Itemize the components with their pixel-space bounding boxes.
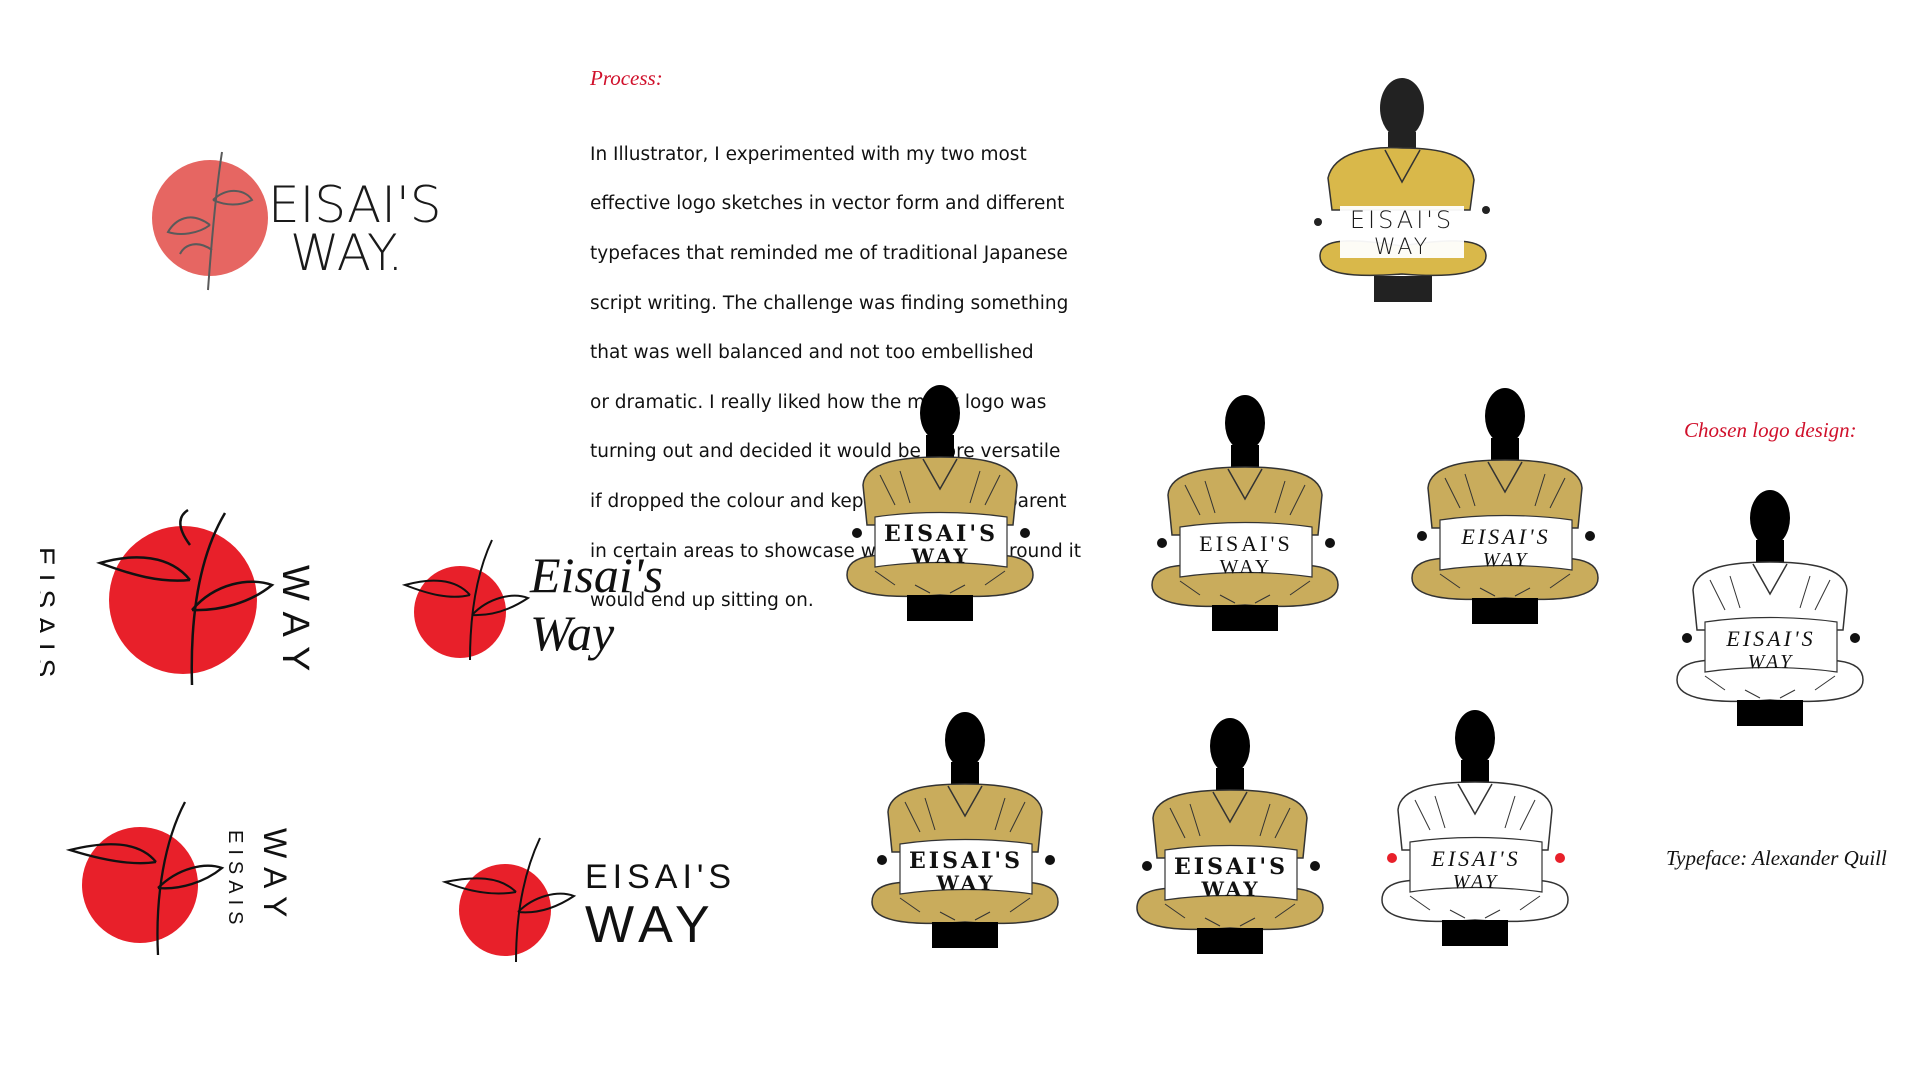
process-line: typefaces that reminded me of traditiona…: [590, 242, 1068, 264]
leaf-icon: [96, 508, 275, 686]
logo3-left-text: EISAIS: [224, 830, 246, 930]
sketch-sun-icon: [152, 160, 268, 276]
monk-head-icon: [1750, 490, 1790, 546]
monk-text-line1: EISAI'S: [909, 848, 1023, 874]
logo2-line2: Way: [530, 605, 615, 661]
monk-text-line2: WAY: [1748, 651, 1795, 673]
monk-text-line1: EISAI'S: [884, 521, 998, 547]
process-line: effective logo sketches in vector form a…: [590, 193, 1065, 215]
process-line: that was well balanced and not too embel…: [590, 342, 1034, 364]
monk-text-line2: WAY: [1220, 556, 1273, 578]
leaf-icon: [65, 801, 225, 956]
monk-head-icon: [945, 712, 985, 768]
sun-logo-4: EISAI'S WAY: [441, 837, 736, 963]
process-line: would end up sitting on.: [590, 590, 814, 612]
monk-text-line2: WAY: [936, 871, 996, 895]
leaf-icon: [441, 837, 577, 963]
sun-icon: [414, 566, 506, 658]
sketch-leaf-icon: [166, 151, 254, 291]
sketch-monk-logo: EISAI'S WAY: [1314, 78, 1490, 302]
monk-robe-icon: [1397, 781, 1553, 851]
sketch-monk-line2: WAY: [1374, 235, 1430, 260]
monk-robe-icon: [887, 783, 1043, 853]
sun-logo-1: EISAIS WAY: [40, 508, 316, 686]
monk-robe-icon: [1427, 459, 1583, 529]
monk-robe-icon: [1167, 466, 1323, 536]
process-line: script writing. The challenge was findin…: [590, 292, 1069, 314]
monk-text-line1: EISAI'S: [1725, 626, 1815, 651]
monk-head-icon: [1380, 78, 1424, 138]
logo1-right-text: WAY: [274, 565, 316, 683]
sun-logo-3: EISAIS WAY: [65, 801, 293, 956]
process-line: In Illustrator, I experimented with my t…: [590, 143, 1027, 165]
monk-robe-icon: [1692, 561, 1848, 631]
leaf-icon: [401, 539, 531, 661]
monk-head-icon: [1210, 718, 1250, 774]
monk-text-line1: EISAI'S: [1174, 854, 1288, 880]
monk-text-line1: EISAI'S: [1199, 531, 1292, 556]
sun-icon: [459, 864, 551, 956]
monk-head-icon: [920, 385, 960, 441]
logo4-line1: EISAI'S: [585, 858, 736, 896]
sun-logo-2: Eisai's Way: [401, 539, 663, 661]
process-paragraph: In Illustrator, I experimented with my t…: [590, 118, 1110, 639]
process-line: turning out and decided it would be more…: [590, 441, 1061, 463]
sketch-monk-line1: EISAI'S: [1350, 206, 1454, 234]
monk-head-icon: [1455, 710, 1495, 766]
logo3-right-text: WAY: [257, 828, 293, 927]
logo4-line2: WAY: [585, 896, 716, 954]
sketch-logo-line2: WAY.: [290, 224, 403, 282]
logo2-line1: Eisai's: [529, 547, 663, 603]
monk-text-line2: WAY: [911, 544, 971, 568]
monk-head-icon: [1485, 388, 1525, 444]
process-heading: Process:: [590, 66, 663, 90]
chosen-heading: Chosen logo design:: [1684, 418, 1857, 442]
monk-robe-icon: [862, 456, 1018, 526]
vertical-left-text: EISAIS: [40, 547, 61, 685]
sketch-logo-line1: EISAI'S: [268, 176, 441, 234]
sun-icon: [82, 827, 198, 943]
sketch-sun-logo: EISAI'S WAY.: [152, 151, 441, 291]
monk-text-line1: EISAI'S: [1430, 846, 1520, 871]
monk-text-line1: EISAI'S: [1460, 524, 1550, 549]
monk-robe-icon: [1152, 789, 1308, 859]
monk-text-line2: WAY: [1483, 549, 1530, 571]
monk-text-line2: WAY: [1201, 877, 1261, 901]
sun-icon: [109, 526, 257, 674]
monk-head-icon: [1225, 395, 1265, 451]
monk-text-line2: WAY: [1453, 871, 1500, 893]
typeface-note: Typeface: Alexander Quill: [1666, 846, 1887, 870]
logo1-left-text: EISAIS: [40, 547, 61, 685]
